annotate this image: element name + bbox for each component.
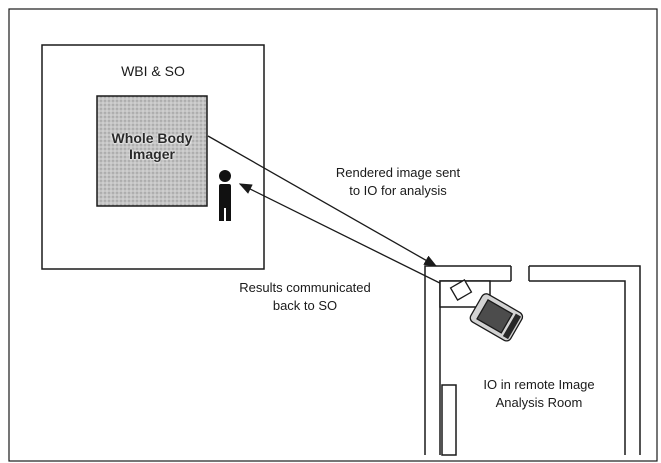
wbi-so-room — [41, 44, 265, 270]
imager-label: Whole Body Imager — [97, 130, 207, 162]
outer-frame — [8, 8, 658, 462]
return-arrow-label: Results communicated back to SO — [220, 279, 390, 315]
imager-label-line1: Whole Body — [111, 130, 193, 146]
wbi-so-title: WBI & SO — [121, 63, 185, 79]
return-arrow-label-line1: Results communicated — [239, 280, 371, 295]
return-arrow-label-line2: back to SO — [272, 298, 338, 313]
imager-label-line2: Imager — [129, 146, 175, 162]
analysis-room-label: IO in remote Image Analysis Room — [464, 376, 614, 412]
send-arrow-label: Rendered image sent to IO for analysis — [318, 164, 478, 200]
analysis-room-label-line2: Analysis Room — [495, 395, 583, 410]
send-arrow-label-line2: to IO for analysis — [349, 183, 447, 198]
return-results-arrow — [238, 183, 467, 297]
workstation-icon — [439, 279, 524, 342]
person-icon — [219, 170, 231, 221]
send-image-arrow — [207, 135, 438, 267]
send-arrow-label-line1: Rendered image sent — [335, 165, 461, 180]
whole-body-imager — [96, 95, 208, 207]
analysis-room-label-line1: IO in remote Image — [483, 377, 595, 392]
